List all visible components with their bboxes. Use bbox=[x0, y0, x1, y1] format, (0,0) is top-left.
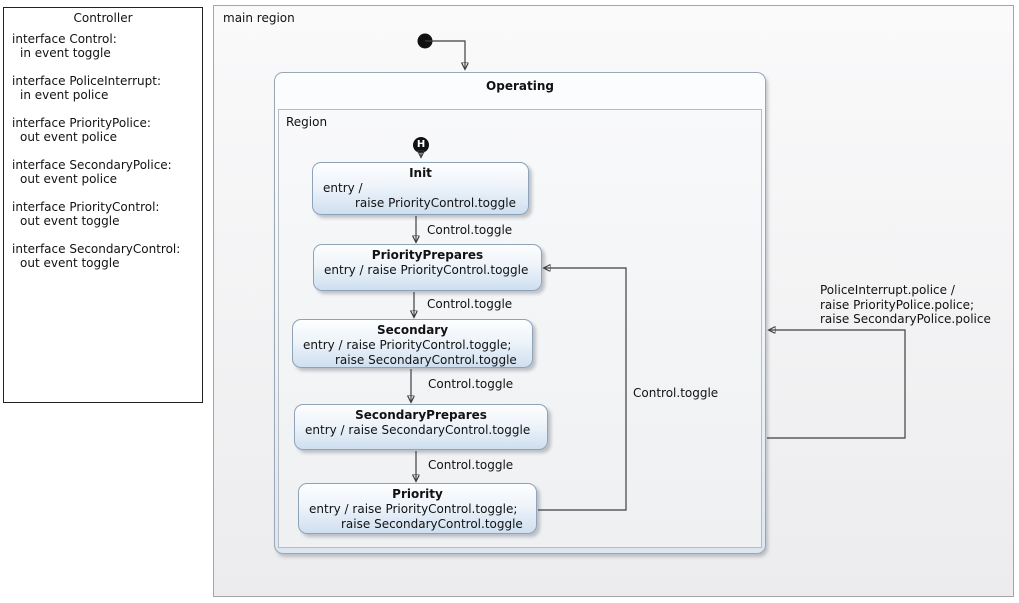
state-init[interactable]: Init entry / raise PriorityControl.toggl… bbox=[312, 162, 529, 215]
interface-event: in event police bbox=[20, 88, 109, 102]
state-priority-prepares[interactable]: PriorityPrepares entry / raise PriorityC… bbox=[313, 244, 542, 291]
state-secondary-prepares[interactable]: SecondaryPrepares entry / raise Secondar… bbox=[294, 404, 548, 450]
transition-label-init-to-priority-prepares[interactable]: Control.toggle bbox=[427, 223, 513, 237]
state-entry-action: entry / bbox=[323, 181, 363, 195]
interface-event: out event police bbox=[20, 172, 118, 186]
interface-block-police-interrupt: interface PoliceInterrupt: in event poli… bbox=[4, 74, 202, 102]
state-title: Init bbox=[409, 166, 432, 180]
interface-event: out event police bbox=[20, 130, 118, 144]
state-entry-action: entry / raise SecondaryControl.toggle bbox=[305, 423, 531, 437]
operating-region-label: Region bbox=[286, 115, 328, 129]
state-title: Priority bbox=[392, 487, 443, 501]
controller-title: Controller bbox=[73, 11, 133, 25]
interface-block-priority-police: interface PriorityPolice: out event poli… bbox=[4, 116, 202, 144]
state-priority[interactable]: Priority entry / raise PriorityControl.t… bbox=[298, 483, 537, 534]
controller-declarations-panel[interactable]: Controller interface Control: in event t… bbox=[3, 7, 203, 403]
interface-block-priority-control: interface PriorityControl: out event tog… bbox=[4, 200, 202, 228]
main-region-label: main region bbox=[223, 11, 295, 25]
interface-declaration: interface PoliceInterrupt: bbox=[12, 74, 161, 88]
interface-block-secondary-control: interface SecondaryControl: out event to… bbox=[4, 242, 202, 270]
interface-block-secondary-police: interface SecondaryPolice: out event pol… bbox=[4, 158, 202, 186]
transition-label-line: raise SecondaryPolice.police bbox=[820, 312, 991, 326]
state-entry-action: raise SecondaryControl.toggle bbox=[341, 517, 523, 531]
interface-event: out event toggle bbox=[20, 214, 120, 228]
state-entry-action: raise SecondaryControl.toggle bbox=[335, 353, 517, 367]
transition-label-police-interrupt[interactable]: PoliceInterrupt.police / raise PriorityP… bbox=[820, 283, 991, 327]
interface-declaration: interface PriorityControl: bbox=[12, 200, 160, 214]
transition-label-line: PoliceInterrupt.police / bbox=[820, 283, 955, 297]
state-entry-action: raise PriorityControl.toggle bbox=[355, 196, 516, 210]
interface-event: out event toggle bbox=[20, 256, 120, 270]
state-entry-action: entry / raise PriorityControl.toggle; bbox=[309, 502, 518, 516]
transition-label-priority-prepares-to-secondary[interactable]: Control.toggle bbox=[427, 297, 513, 311]
transition-label-secondary-to-secondary-prepares[interactable]: Control.toggle bbox=[428, 377, 514, 391]
shallow-history-node[interactable]: H bbox=[413, 137, 429, 153]
interface-list: interface Control: in event toggle inter… bbox=[4, 32, 202, 270]
transition-label-line: raise PriorityPolice.police; bbox=[820, 297, 975, 312]
interface-declaration: interface SecondaryControl: bbox=[12, 242, 181, 256]
state-title: Secondary bbox=[376, 323, 449, 337]
state-operating[interactable]: Operating Region bbox=[274, 72, 766, 554]
transition-label-priority-loop[interactable]: Control.toggle bbox=[633, 386, 719, 400]
state-title: PriorityPrepares bbox=[371, 248, 484, 262]
state-entry-action: entry / raise PriorityControl.toggle bbox=[324, 263, 529, 277]
state-secondary[interactable]: Secondary entry / raise PriorityControl.… bbox=[292, 319, 533, 368]
state-entry-action: entry / raise PriorityControl.toggle; bbox=[303, 338, 512, 352]
transition-label-secondary-prepares-to-priority[interactable]: Control.toggle bbox=[428, 458, 514, 472]
interface-declaration: interface SecondaryPolice: bbox=[12, 158, 172, 172]
interface-declaration: interface PriorityPolice: bbox=[12, 116, 151, 130]
interface-block-control: interface Control: in event toggle bbox=[4, 32, 202, 60]
state-title: Operating bbox=[486, 79, 554, 93]
state-title: SecondaryPrepares bbox=[355, 408, 487, 422]
interface-declaration: interface Control: bbox=[12, 32, 117, 46]
interface-event: in event toggle bbox=[20, 46, 111, 60]
